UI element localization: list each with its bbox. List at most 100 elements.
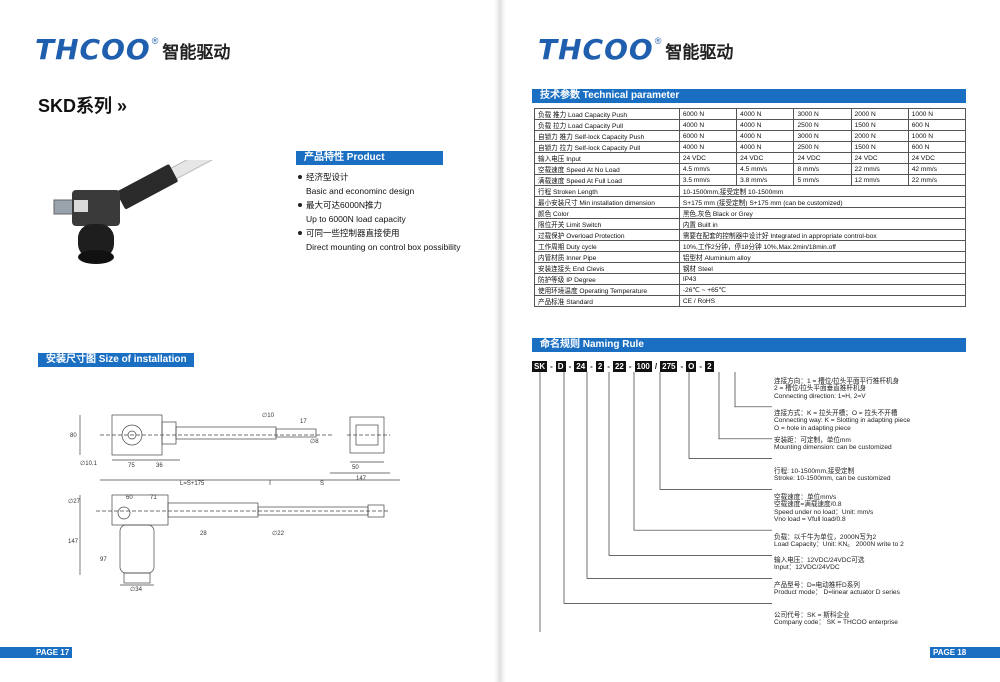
leader-line bbox=[608, 372, 772, 556]
svg-text:75: 75 bbox=[128, 463, 135, 469]
naming-separator: - bbox=[550, 362, 553, 371]
naming-line: 公司代号：SK = 斯科企业 bbox=[774, 612, 850, 619]
svg-text:97: 97 bbox=[100, 557, 107, 563]
leader-line bbox=[688, 372, 772, 459]
tech-label: 工作周期 Duty cycle bbox=[534, 240, 680, 252]
tech-value: S+175 mm (接受定制) S+175 mm (can be customi… bbox=[678, 196, 967, 208]
actuator-photo bbox=[53, 160, 215, 264]
tech-label: 产品标准 Standard bbox=[534, 295, 680, 307]
svg-text:S: S bbox=[320, 481, 324, 487]
tech-value: 3000 N bbox=[793, 130, 852, 142]
tech-value: 24 VDC bbox=[793, 152, 852, 164]
leader-line bbox=[633, 372, 772, 531]
naming-code-box: 2 bbox=[705, 361, 714, 372]
chevron-right-icon: » bbox=[117, 96, 128, 116]
tech-value: 4.5 mm/s bbox=[736, 163, 795, 175]
tech-label: 最小安装尺寸 Min installation dimension bbox=[534, 196, 680, 208]
registered-mark: ® bbox=[151, 36, 159, 46]
tech-value: 内置 Built in bbox=[678, 218, 967, 230]
naming-separator: - bbox=[628, 362, 632, 371]
naming-separator: - bbox=[699, 362, 703, 371]
feature-en: Basic and econominc design bbox=[306, 186, 415, 196]
logo-wordmark: THCOO bbox=[538, 33, 654, 66]
naming-line: Connecting way: K = Slotting in adapting… bbox=[774, 417, 911, 425]
feature-item: 可同一些控制器直接使用 bbox=[298, 226, 461, 240]
tech-value: 22 mm/s bbox=[907, 174, 967, 186]
naming-line: 安装距：可定制，单位mm bbox=[774, 437, 851, 444]
svg-text:∅22: ∅22 bbox=[272, 530, 285, 537]
tech-value: IP43 bbox=[678, 273, 967, 285]
naming-line: Mounting dimension: can be customized bbox=[774, 444, 892, 452]
tech-value: 600 N bbox=[907, 119, 967, 131]
tech-value: 10-1500mm,接受定制 10-1500mm bbox=[678, 185, 967, 197]
bullet-icon bbox=[298, 231, 302, 235]
naming-line: Load Capacity：Unit: KN。 2000N write to 2 bbox=[774, 541, 904, 549]
naming-code: SK-D-24-2-22-100/275-O-2 bbox=[532, 361, 714, 372]
naming-line: 空载速度：单位mm/s bbox=[774, 494, 837, 501]
naming-line: 行程: 10-1500mm,接受定制 bbox=[774, 468, 855, 475]
page-number-18: PAGE 18 bbox=[930, 647, 1000, 658]
feature-en: Up to 6000N load capacity bbox=[306, 214, 406, 224]
tech-value: CE / RoHS bbox=[678, 295, 967, 307]
tech-value: 4000 N bbox=[678, 119, 738, 131]
tech-value: 5 mm/s bbox=[793, 174, 852, 186]
tech-label: 自锁力 拉力 Self-lock Capacity Pull bbox=[534, 141, 680, 153]
tech-value: 需要在配套的控制器中设计好 Integrated in appropriate … bbox=[678, 229, 967, 241]
svg-text:71: 71 bbox=[150, 495, 157, 501]
tech-label: 负载 拉力 Load Capacity Pull bbox=[534, 119, 680, 131]
tech-value: 6000 N bbox=[678, 130, 738, 142]
bullet-icon bbox=[298, 175, 302, 179]
tech-value: 6000 N bbox=[678, 108, 738, 120]
naming-line: 连接方向：1 = 槽位/拉头平面平行推杆机身 bbox=[774, 378, 900, 385]
logo-wordmark: THCOO bbox=[35, 33, 151, 66]
tech-label: 输入电压 Input bbox=[534, 152, 680, 164]
naming-code-box: 22 bbox=[612, 361, 626, 372]
brand-logo-right: THCOO ® 智能驱动 bbox=[538, 36, 733, 64]
naming-separator: - bbox=[590, 362, 593, 371]
tech-label: 限位开关 Limit Switch bbox=[534, 218, 680, 230]
series-title-text: SKD系列 bbox=[38, 96, 113, 116]
tech-value: 12 mm/s bbox=[850, 174, 909, 186]
book-gutter bbox=[494, 0, 506, 682]
leader-line bbox=[718, 372, 772, 440]
tech-label: 颜色 Color bbox=[534, 207, 680, 219]
svg-text:∅10: ∅10 bbox=[262, 412, 275, 419]
tech-value: -26℃ ~ +65℃ bbox=[678, 284, 967, 296]
naming-line: 空载速度=满载速度/0.8 bbox=[774, 501, 842, 509]
tech-value: 钢材 Steel bbox=[678, 262, 967, 274]
naming-line: O = hole in adapting piece bbox=[774, 424, 851, 432]
feature-cn: 可同一些控制器直接使用 bbox=[306, 228, 400, 238]
tech-value: 1500 N bbox=[850, 141, 909, 153]
tech-value: 2000 N bbox=[850, 108, 909, 120]
feature-item: 经济型设计 bbox=[298, 170, 461, 184]
features-header: 产品特性 Product characteristics bbox=[296, 151, 443, 177]
tech-label: 负载 推力 Load Capacity Push bbox=[534, 108, 680, 120]
naming-code-box: 24 bbox=[574, 361, 588, 372]
tech-value: 2000 N bbox=[850, 130, 909, 142]
naming-line: Product mode： D=linear actuator D series bbox=[774, 589, 900, 597]
naming-line: 负载：以千牛为单位，2000N写为2 bbox=[774, 534, 877, 541]
tech-label: 内管材质 Inner Pipe bbox=[534, 251, 680, 263]
naming-code-box: SK bbox=[532, 361, 548, 372]
naming-line: Vno load = Vfull load/0.8 bbox=[774, 516, 846, 524]
tech-value: 4.5 mm/s bbox=[678, 163, 738, 175]
tech-value: 铝型材 Aluminium alloy bbox=[678, 251, 967, 263]
brand-slogan: 智能驱动 bbox=[665, 43, 734, 62]
tech-value: 4000 N bbox=[736, 108, 795, 120]
